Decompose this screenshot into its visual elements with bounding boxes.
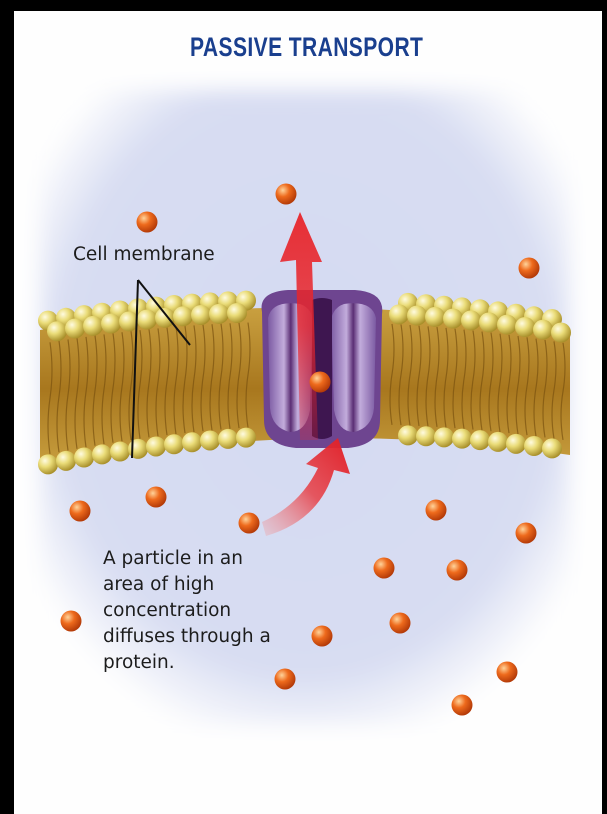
particle (275, 669, 296, 690)
phospholipid-head (101, 314, 121, 334)
phospholipid-head (92, 444, 112, 464)
caption-line: diffuses through a (103, 624, 271, 650)
phospholipid-head (407, 306, 427, 326)
phospholipid-head (56, 451, 76, 471)
phospholipid-head (74, 448, 94, 468)
particle (70, 501, 91, 522)
particle (452, 695, 473, 716)
phospholipid-head (461, 310, 481, 330)
phospholipid-head (488, 432, 508, 452)
phospholipid-head (83, 316, 103, 336)
phospholipid-head (452, 429, 472, 449)
cell-membrane-label: Cell membrane (73, 244, 215, 265)
phospholipid-head (515, 317, 535, 337)
phospholipid-head (218, 429, 238, 449)
particle (390, 613, 411, 634)
phospholipid-head (182, 432, 202, 452)
phospholipid-head (38, 454, 58, 474)
phospholipid-head (506, 434, 526, 454)
particle (519, 258, 540, 279)
caption-line: A particle in an (103, 546, 271, 572)
channel-protein (262, 290, 383, 448)
phospholipid-head (443, 309, 463, 329)
phospholipid-head (236, 428, 256, 448)
phospholipid-head (542, 438, 562, 458)
phospholipid-head (551, 322, 571, 342)
phospholipid-head (470, 430, 490, 450)
particle (374, 558, 395, 579)
caption-line: protein. (103, 650, 271, 676)
particle (426, 500, 447, 521)
phospholipid-head (209, 304, 229, 324)
phospholipid-head (110, 442, 130, 462)
particle (137, 212, 158, 233)
phospholipid-head (137, 309, 157, 329)
phospholipid-head (128, 439, 148, 459)
particle (447, 560, 468, 581)
phospholipid-head (524, 436, 544, 456)
phospholipid-head (47, 321, 67, 341)
caption-line: concentration (103, 598, 271, 624)
particle (146, 487, 167, 508)
phospholipid-head (434, 427, 454, 447)
phospholipid-head (533, 320, 553, 340)
phospholipid-head (173, 306, 193, 326)
phospholipid-head (155, 308, 175, 328)
caption-line: area of high (103, 572, 271, 598)
particle (61, 611, 82, 632)
phospholipid-head (164, 434, 184, 454)
particle (276, 184, 297, 205)
phospholipid-head (398, 425, 418, 445)
phospholipid-head (65, 318, 85, 338)
caption: A particle in an area of high concentrat… (103, 546, 271, 676)
particle (516, 523, 537, 544)
phospholipid-head (479, 312, 499, 332)
phospholipid-head (416, 426, 436, 446)
phospholipid-head (389, 304, 409, 324)
particle (312, 626, 333, 647)
phospholipid-head (146, 436, 166, 456)
particle (497, 662, 518, 683)
phospholipid-head (425, 307, 445, 327)
phospholipid-head (191, 305, 211, 325)
particle (239, 513, 260, 534)
particle (310, 372, 331, 393)
phospholipid-head (497, 315, 517, 335)
phospholipid-head (200, 430, 220, 450)
phospholipid-head (227, 303, 247, 323)
